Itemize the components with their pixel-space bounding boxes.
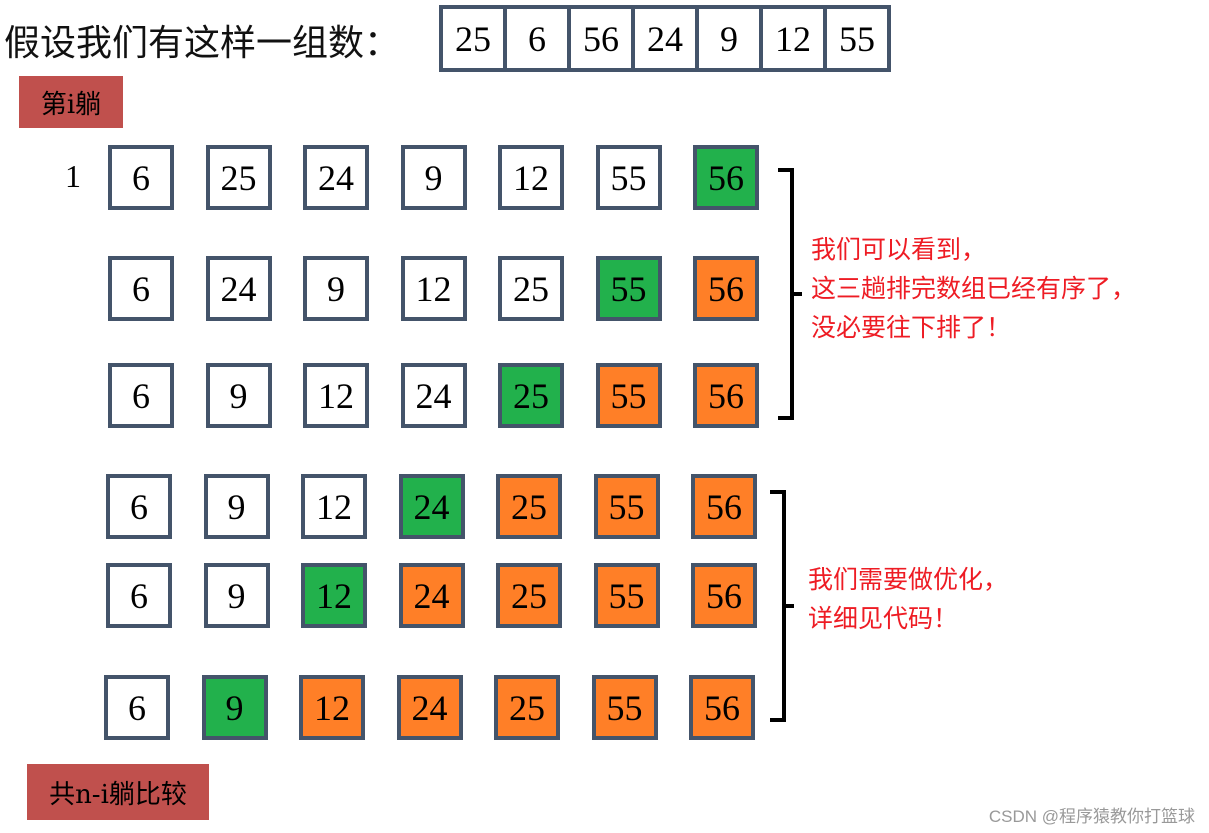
number-box: 24 xyxy=(400,363,467,428)
number-box: 56 xyxy=(693,145,759,210)
pass-tag: 第i躺 xyxy=(19,76,123,128)
number-box: 6 xyxy=(106,474,172,539)
array-cell: 9 xyxy=(699,9,759,68)
array-cell: 56 xyxy=(571,9,631,68)
number-box: 12 xyxy=(299,675,365,740)
number-box: 24 xyxy=(398,474,465,539)
number-box: 25 xyxy=(496,563,562,628)
number-box: 12 xyxy=(498,145,564,210)
number-box: 56 xyxy=(691,563,757,628)
number-box: 12 xyxy=(400,256,467,321)
number-box: 12 xyxy=(301,474,367,539)
note-line: 详细见代码！ xyxy=(808,604,959,633)
number-box: 6 xyxy=(108,363,174,428)
number-box: 25 xyxy=(205,145,272,210)
number-box: 56 xyxy=(693,363,759,428)
number-box: 6 xyxy=(108,145,174,210)
number-box: 6 xyxy=(108,256,174,321)
number-box: 55 xyxy=(591,675,658,740)
note-optimize: 我们需要做优化， 详细见代码！ xyxy=(808,560,1008,638)
array-cell: 6 xyxy=(507,9,567,68)
array-cell: 25 xyxy=(443,9,503,68)
number-box: 9 xyxy=(203,474,270,539)
number-box: 55 xyxy=(593,563,660,628)
number-box: 12 xyxy=(303,363,369,428)
number-box: 55 xyxy=(593,474,660,539)
number-box: 12 xyxy=(301,563,367,628)
number-box: 9 xyxy=(203,563,270,628)
number-box: 56 xyxy=(693,256,759,321)
note-line: 这三趟排完数组已经有序了， xyxy=(811,274,1137,303)
number-box: 9 xyxy=(201,675,268,740)
array-cell: 12 xyxy=(763,9,823,68)
array-cell: 24 xyxy=(635,9,695,68)
number-box: 24 xyxy=(398,563,465,628)
watermark: CSDN @程序猿教你打篮球 xyxy=(988,807,1195,826)
number-box: 24 xyxy=(396,675,463,740)
number-box: 56 xyxy=(689,675,755,740)
number-box: 56 xyxy=(691,474,757,539)
number-box: 6 xyxy=(104,675,170,740)
number-box: 55 xyxy=(595,363,662,428)
number-box: 55 xyxy=(595,256,662,321)
number-box: 25 xyxy=(498,363,564,428)
note-line: 我们需要做优化， xyxy=(808,565,1009,594)
array-cell: 55 xyxy=(827,9,887,68)
number-box: 9 xyxy=(205,363,272,428)
bracket-bottom xyxy=(770,490,794,722)
number-box: 6 xyxy=(106,563,172,628)
total-passes-tag: 共n-i躺比较 xyxy=(27,764,209,820)
number-box: 25 xyxy=(494,675,560,740)
title: 假设我们有这样一组数： xyxy=(4,23,401,64)
note-line: 没必要往下排了！ xyxy=(811,313,1012,342)
number-box: 25 xyxy=(496,474,562,539)
note-sorted: 我们可以看到， 这三趟排完数组已经有序了， 没必要往下排了！ xyxy=(811,230,1136,347)
number-box: 24 xyxy=(303,145,369,210)
number-box: 9 xyxy=(303,256,369,321)
bracket-top xyxy=(778,168,802,420)
number-box: 24 xyxy=(205,256,272,321)
number-box: 9 xyxy=(400,145,467,210)
note-line: 我们可以看到， xyxy=(811,235,987,264)
number-box: 55 xyxy=(595,145,662,210)
number-box: 25 xyxy=(498,256,564,321)
row-label: 1 xyxy=(65,158,81,194)
